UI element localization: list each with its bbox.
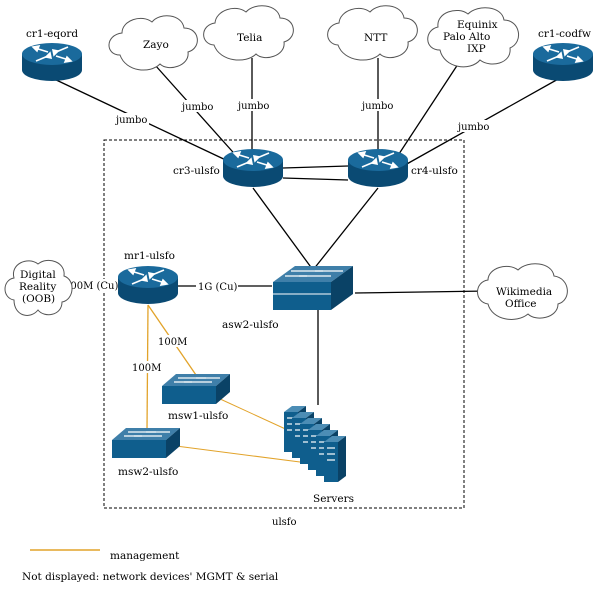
router-label-cr4-ulsfo: cr4-ulsfo [411,165,458,177]
link-cr4-asw2 [312,187,379,271]
site-label: ulsfo [272,517,297,528]
cloud-equinix [427,7,519,68]
router-label-cr1-codfw: cr1-codfw [538,28,591,40]
switch-label-msw1-ulsfo: msw1-ulsfo [168,410,228,422]
management-links [146,304,301,463]
router-label-cr3-ulsfo: cr3-ulsfo [173,165,220,177]
servers-stack-icon [283,405,347,483]
cloud-labels: Zayo Telia NTT Equinix Palo Alto IXP Dig… [19,19,552,310]
cloud-digital-reality [4,260,73,316]
switch-icon-asw2-ulsfo [272,265,354,311]
switch-label-msw2-ulsfo: msw2-ulsfo [118,466,178,478]
router-icon-cr1-codfw [532,42,594,82]
link-label-telia: jumbo [237,101,269,112]
clouds [4,5,568,320]
cloud-label-equinix-2: Palo Alto [443,31,490,43]
cloud-wikimedia [477,263,568,320]
cloud-label-ntt: NTT [364,32,387,44]
link-label-ntt: jumbo [361,101,393,112]
link-cr3-cr4-a [282,165,349,169]
cloud-label-digital-1: Digital [20,269,56,281]
router-label-mr1-ulsfo: mr1-ulsfo [124,250,175,262]
servers-label: Servers [313,493,354,505]
switch-label-asw2-ulsfo: asw2-ulsfo [222,319,279,331]
link-label-mr1-msw2: 100M [132,363,161,374]
cloud-zayo [108,15,198,71]
router-icon-cr1-eqord [21,42,83,82]
router-icon-mr1-ulsfo [117,265,179,305]
legend-management-label: management [110,550,180,562]
cloud-telia [203,5,294,61]
cloud-label-telia: Telia [237,32,262,44]
router-icon-cr3-ulsfo [222,148,284,188]
cloud-label-wikimedia-2: Office [505,298,537,310]
links [51,57,561,405]
link-label-mr1-asw2: 1G (Cu) [198,282,238,293]
link-zayo-cr3 [154,64,241,161]
cloud-label-wikimedia-1: Wikimedia [496,286,552,298]
cloud-label-digital-3: (OOB) [22,293,55,305]
link-label-mr1-msw1: 100M [158,337,187,348]
link-cr3-cr4-b [282,177,349,181]
link-label-zayo: jumbo [181,102,213,113]
switch-icon-msw1-ulsfo [161,373,231,405]
mgmt-msw2-servers [175,445,301,463]
link-labels: jumbo jumbo jumbo jumbo jumbo 100M (Cu) … [62,99,492,374]
site-boundary [103,139,465,509]
link-label-eqord: jumbo [115,115,147,126]
router-icon-cr4-ulsfo [347,148,409,188]
cloud-label-equinix-3: IXP [467,43,486,55]
link-cr3-asw2 [252,187,314,271]
mgmt-msw1-servers [217,397,293,433]
legend-note: Not displayed: network devices' MGMT & s… [22,571,279,583]
cloud-label-equinix-1: Equinix [457,19,498,31]
cloud-label-digital-2: Reality [19,281,56,293]
switch-icon-msw2-ulsfo [111,427,181,459]
cloud-ntt [327,5,418,61]
link-equinix-cr4 [394,57,463,161]
link-asw2-wikimedia [354,290,489,294]
link-label-codfw: jumbo [457,122,489,133]
router-label-cr1-eqord: cr1-eqord [26,28,78,40]
link-label-digital: 100M (Cu) [64,281,118,292]
cloud-label-zayo: Zayo [143,39,169,51]
